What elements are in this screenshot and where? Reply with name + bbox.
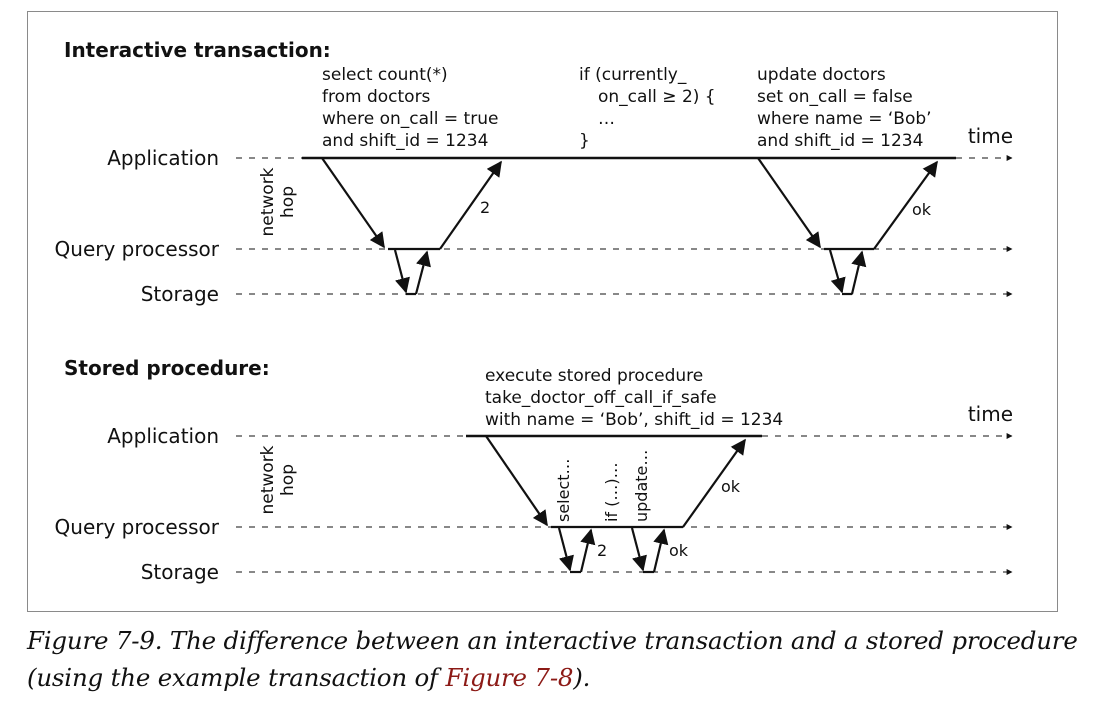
step-label-select: select… [554,458,573,522]
network-hop-label-line1: network [258,445,278,514]
step-label-if: if (…)… [602,462,621,522]
time-label: time [968,402,1013,426]
query1-text: select count(*) from doctors where on_ca… [322,65,498,151]
storage-request-arrow [828,249,846,294]
response-arrow [873,160,938,250]
storage-response-arrow-1 [579,528,596,573]
request-arrow [485,435,548,527]
lane-label-application: Application [107,424,219,448]
lane-label-query-processor: Query processor [55,237,220,261]
round-trip-1 [321,157,502,296]
network-hop-label-line2: hop [278,186,298,218]
response-arrow [682,438,746,528]
lane-label-storage: Storage [141,282,219,306]
query1-line: and shift_id = 1234 [322,131,488,151]
if-block-line: } [579,131,590,151]
procedure-call-line: take_doctor_off_call_if_safe [485,388,717,408]
network-hop-label-line1: network [258,167,278,236]
lane-label-storage: Storage [141,560,219,584]
round-trip-2 [757,157,938,296]
network-hop-label-line2: hop [278,464,298,496]
if-block-text: if (currently_ on_call ≥ 2) { … } [579,65,716,151]
storage-request-arrow [393,249,410,294]
figure-caption: Figure 7-9. The difference between an in… [27,622,1087,696]
query2-line: where name = ‘Bob’ [757,109,932,129]
response-label-count: 2 [480,198,490,217]
response-label-ok: ok [721,477,741,496]
stored-procedure-heading: Stored procedure: [64,356,270,380]
interactive-heading: Interactive transaction: [64,38,331,62]
storage-request-arrow-2 [630,527,647,572]
caption-text: Figure 7-9. The difference between an in… [27,626,1078,692]
storage-response-label-count: 2 [597,541,607,560]
query1-line: where on_call = true [322,109,498,129]
time-label: time [968,124,1013,148]
query1-line: from doctors [322,87,431,107]
storage-response-arrow [850,250,867,295]
procedure-call-line: with name = ‘Bob’, shift_id = 1234 [485,410,783,430]
query1-line: select count(*) [322,65,448,85]
if-block-line: … [598,109,615,129]
procedure-call-text: execute stored procedure take_doctor_off… [485,366,783,430]
storage-response-label-ok: ok [669,541,689,560]
lane-label-query-processor: Query processor [55,515,220,539]
caption-text-end: ). [573,663,591,692]
response-label-ok: ok [912,200,932,219]
figure-link[interactable]: Figure 7-8 [445,663,574,692]
storage-request-arrow-1 [557,527,574,572]
lane-label-application: Application [107,146,219,170]
procedure-call-line: execute stored procedure [485,366,703,386]
lane-lines [236,155,1013,297]
step-label-update: update… [632,450,651,522]
storage-response-arrow-2 [652,528,669,573]
query2-line: and shift_id = 1234 [757,131,923,151]
request-arrow [757,157,821,249]
request-arrow [321,157,385,249]
interactive-section: Interactive transaction: Application Que… [55,38,1013,306]
query2-line: set on_call = false [757,87,913,107]
if-block-line: if (currently_ [579,65,687,85]
lane-lines [236,433,1013,575]
if-block-line: on_call ≥ 2) { [598,87,716,107]
procedure-round-trip [485,435,746,574]
response-arrow [439,160,502,250]
stored-procedure-section: Stored procedure: Application Query proc… [55,356,1013,584]
query2-line: update doctors [757,65,886,85]
storage-response-arrow [414,250,431,295]
query2-text: update doctors set on_call = false where… [757,65,932,151]
